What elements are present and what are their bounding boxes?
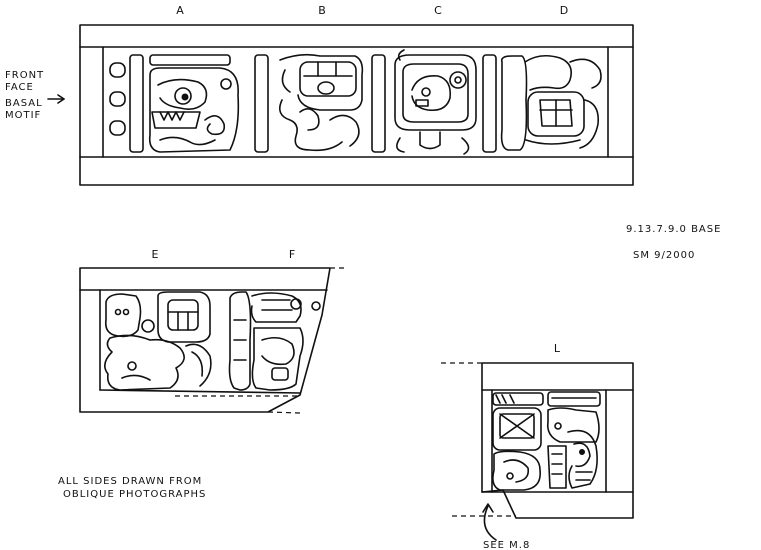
glyph-a: [148, 67, 240, 153]
side-note-line-1: FRONT: [5, 70, 44, 81]
column-label-l: L: [554, 342, 561, 355]
date-line-1: 9.13.7.9.0 BASE: [626, 224, 721, 235]
date-note: 9.13.7.9.0 BASE SM 9/2000: [626, 224, 721, 261]
column-label-f: F: [289, 248, 295, 261]
vertical-bar: [129, 54, 144, 153]
footer-note: ALL SIDES DRAWN FROM OBLIQUE PHOTOGRAPHS: [58, 476, 206, 500]
column-label-d: D: [560, 4, 568, 17]
side-block-l: L SEE M.8: [440, 342, 634, 550]
vertical-bar: [482, 54, 497, 153]
side-note-line-3: BASAL: [5, 98, 43, 109]
side-annotation: FRONT FACE BASAL MOTIF: [5, 70, 65, 121]
glyph-b: [279, 53, 364, 152]
curved-arrow-icon: [482, 503, 497, 541]
bead-column-left: [109, 62, 126, 136]
glyph-c: [394, 49, 477, 155]
horizontal-bar: [149, 54, 231, 66]
glyph-l-right: [546, 391, 601, 489]
side-block-ef: E F: [79, 248, 348, 414]
footer-note-line-2: OBLIQUE PHOTOGRAPHS: [63, 489, 206, 500]
side-note-line-4: MOTIF: [5, 110, 41, 121]
glyph-f: [228, 291, 321, 391]
column-label-a: A: [176, 4, 184, 17]
see-note: SEE M.8: [483, 540, 530, 550]
column-label-e: E: [152, 248, 159, 261]
arrow-right-icon: [47, 94, 65, 104]
glyph-e: [104, 291, 212, 391]
column-label-b: B: [318, 4, 326, 17]
footer-note-line-1: ALL SIDES DRAWN FROM: [58, 476, 202, 487]
vertical-bar: [371, 54, 386, 153]
date-line-2: SM 9/2000: [633, 250, 695, 261]
vertical-bar: [254, 54, 269, 153]
side-note-line-2: FACE: [5, 82, 34, 93]
column-label-c: C: [434, 4, 442, 17]
glyph-d: [500, 54, 602, 151]
glyph-l-left: [492, 392, 544, 491]
front-face-block: A B C D: [79, 4, 634, 186]
